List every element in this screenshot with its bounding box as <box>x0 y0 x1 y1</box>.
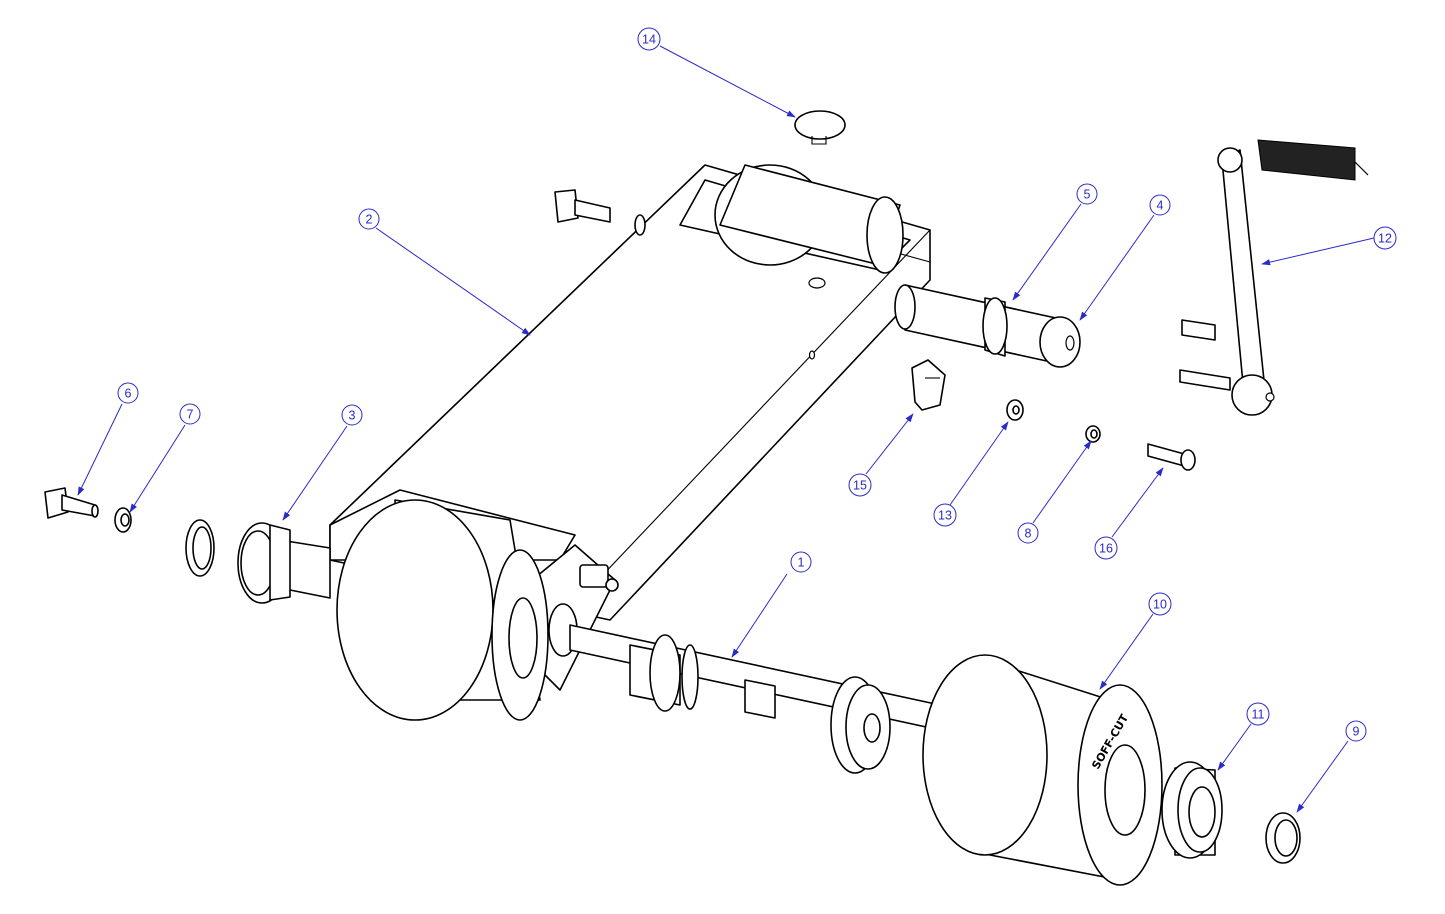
callout-number: 10 <box>1153 598 1167 612</box>
leader-2 <box>375 227 531 336</box>
callout-10: 10 <box>1148 592 1172 616</box>
leader-1 <box>731 573 788 658</box>
cap-part-14 <box>794 110 846 145</box>
axle-part-1 <box>569 624 941 774</box>
rear-bolt <box>554 189 646 236</box>
callout-12: 12 <box>1373 226 1397 250</box>
roller-part-10: SOFF-CUT <box>922 654 1163 886</box>
callout-number: 2 <box>366 213 373 227</box>
callout-8: 8 <box>1017 522 1039 544</box>
cap-screw-part-16 <box>1147 443 1196 471</box>
callout-6: 6 <box>117 382 139 404</box>
leader-9 <box>1296 740 1349 813</box>
leader-12 <box>1261 237 1375 266</box>
callout-2: 2 <box>358 208 380 230</box>
callout-number: 1 <box>798 556 805 570</box>
leader-15 <box>865 413 914 475</box>
callout-number: 9 <box>1353 725 1360 739</box>
leader-11 <box>1217 723 1252 771</box>
callout-number: 5 <box>1084 188 1091 202</box>
callout-number: 12 <box>1378 232 1392 246</box>
callout-number: 15 <box>853 479 867 493</box>
front-roller <box>336 499 578 721</box>
callout-number: 3 <box>349 409 356 423</box>
callout-9: 9 <box>1345 720 1367 742</box>
callout-11: 11 <box>1246 702 1270 726</box>
tension-lever-part-12 <box>1179 139 1369 416</box>
leader-16 <box>1111 467 1164 538</box>
washer-part-7 <box>114 507 132 533</box>
retaining-ring-part-9 <box>1265 812 1301 864</box>
callout-number: 7 <box>187 408 194 422</box>
leader-4 <box>1079 214 1155 321</box>
callout-number: 8 <box>1025 527 1032 541</box>
leader-6 <box>77 403 123 496</box>
callout-number: 4 <box>1157 199 1164 213</box>
callout-number: 6 <box>125 387 132 401</box>
leader-7 <box>129 424 186 513</box>
callout-1: 1 <box>790 551 812 573</box>
callout-16: 16 <box>1094 536 1118 560</box>
callout-number: 11 <box>1252 708 1265 722</box>
leader-14 <box>659 45 796 118</box>
callout-5: 5 <box>1076 183 1098 205</box>
callout-balloons: 1 2 3 4 5 6 7 8 9 10 11 12 13 14 15 16 <box>117 27 1397 742</box>
callout-13: 13 <box>933 503 957 527</box>
leader-5 <box>1012 203 1082 301</box>
leader-8 <box>1032 440 1092 524</box>
callout-3: 3 <box>341 404 363 426</box>
circlip-left <box>185 519 215 577</box>
callout-4: 4 <box>1149 194 1171 216</box>
bushing-part-3 <box>237 522 331 604</box>
lock-washer-part-8 <box>1085 425 1101 443</box>
callout-7: 7 <box>179 403 201 425</box>
leader-10 <box>1099 613 1154 690</box>
clip-part-15 <box>911 359 946 411</box>
bearing-part-11 <box>1161 761 1223 859</box>
callout-14: 14 <box>637 27 661 51</box>
callout-15: 15 <box>848 473 872 497</box>
callout-number: 14 <box>642 33 656 47</box>
spacer-part-5 <box>982 297 1008 357</box>
callout-number: 16 <box>1099 542 1113 556</box>
leader-13 <box>949 421 1009 506</box>
leader-3 <box>282 425 348 521</box>
leader-lines <box>77 45 1375 813</box>
washer-part-13 <box>1006 399 1024 421</box>
rear-roller <box>714 164 904 274</box>
bolt-part-6 <box>44 487 99 519</box>
callout-number: 13 <box>938 509 952 523</box>
